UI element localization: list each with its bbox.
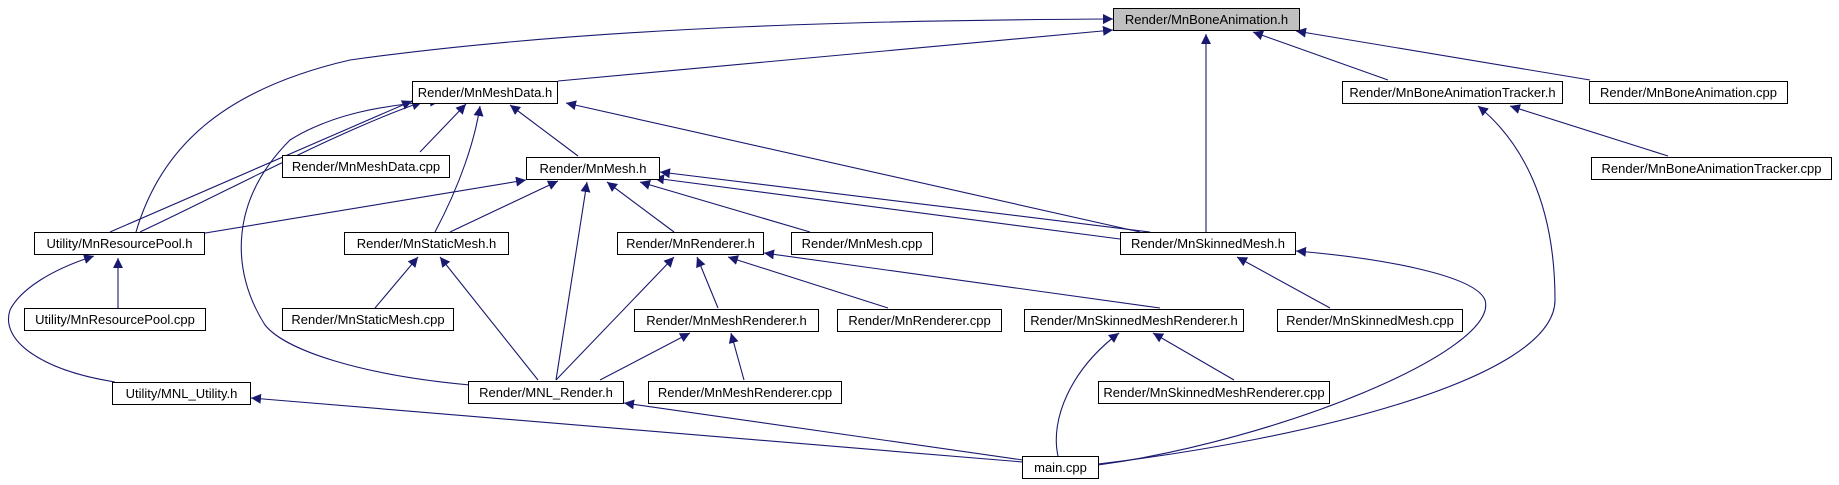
node-mesh-renderer-h[interactable]: Render/MnMeshRenderer.h <box>634 309 819 332</box>
edge-static-mesh-to-mesh-data <box>434 105 484 233</box>
edge-skinned-mesh-renderer-cpp-to-skinned-mesh-renderer <box>1152 332 1235 381</box>
node-bone-animation-cpp[interactable]: Render/MnBoneAnimation.cpp <box>1589 81 1788 104</box>
edge-tracker-cpp-to-tracker <box>1509 104 1669 157</box>
node-renderer-cpp[interactable]: Render/MnRenderer.cpp <box>837 309 1002 332</box>
node-skinned-mesh-renderer-h[interactable]: Render/MnSkinnedMeshRenderer.h <box>1024 309 1244 332</box>
node-main-cpp[interactable]: main.cpp <box>1022 456 1099 479</box>
edge-renderer-cpp-to-renderer <box>727 255 889 309</box>
edge-main-to-skinned-mesh <box>1097 246 1487 466</box>
edge-renderer-to-mesh <box>606 181 675 233</box>
edge-skinned-mesh-cpp-to-skinned-mesh <box>1236 256 1331 309</box>
node-bone-animation-h: Render/MnBoneAnimation.h <box>1113 8 1300 31</box>
node-static-mesh-cpp[interactable]: Render/MnStaticMesh.cpp <box>282 308 454 331</box>
node-skinned-mesh-cpp[interactable]: Render/MnSkinnedMesh.cpp <box>1277 309 1463 332</box>
edge-main-to-mnl-utility <box>250 393 1024 463</box>
node-mesh-h[interactable]: Render/MnMesh.h <box>526 157 660 180</box>
node-resource-pool-h[interactable]: Utility/MnResourcePool.h <box>34 232 205 255</box>
edge-mesh-cpp-to-mesh <box>639 180 811 233</box>
edge-skinned-mesh-to-mesh <box>653 174 1121 240</box>
edge-skinned-mesh-to-mesh-2 <box>659 168 1151 233</box>
edge-skinned-mesh-to-mesh-data <box>565 100 1141 233</box>
edge-main-to-skinned-mesh-renderer <box>1055 332 1120 457</box>
node-mnl-utility-h[interactable]: Utility/MNL_Utility.h <box>112 382 251 405</box>
edge-mesh-renderer-to-renderer <box>696 256 719 309</box>
edge-mnl-render-to-static-mesh <box>439 256 539 381</box>
edge-resource-pool-to-mesh <box>174 176 527 239</box>
node-mesh-renderer-cpp[interactable]: Render/MnMeshRenderer.cpp <box>648 381 842 404</box>
node-mesh-data-cpp[interactable]: Render/MnMeshData.cpp <box>282 155 450 178</box>
node-skinned-mesh-h[interactable]: Render/MnSkinnedMesh.h <box>1120 232 1296 255</box>
node-resource-pool-cpp[interactable]: Utility/MnResourcePool.cpp <box>24 308 206 331</box>
node-bone-animation-tracker-h[interactable]: Render/MnBoneAnimationTracker.h <box>1342 81 1563 104</box>
edge-mesh-data-cpp-to-mesh-data <box>419 103 467 153</box>
node-mnl-render-h[interactable]: Render/MNL_Render.h <box>468 381 624 404</box>
edge-mnl-render-to-renderer <box>555 256 675 381</box>
edge-mnl-utility-to-resource-pool <box>8 254 116 383</box>
edge-mesh-data-to-bone-animation <box>557 25 1114 82</box>
node-mesh-data-h[interactable]: Render/MnMeshData.h <box>412 81 558 104</box>
edge-mesh-to-mesh-data <box>509 104 579 157</box>
edge-static-mesh-to-mesh <box>449 180 559 233</box>
node-skinned-mesh-renderer-cpp[interactable]: Render/MnSkinnedMeshRenderer.cpp <box>1098 381 1330 404</box>
edge-resource-pool-to-bone-animation <box>135 14 1114 233</box>
node-renderer-h[interactable]: Render/MnRenderer.h <box>617 232 764 255</box>
edge-main-to-mnl-render <box>623 399 1024 461</box>
edge-bone-animation-cpp-to-bone-animation <box>1295 27 1591 81</box>
edge-skinned-mesh-renderer-to-renderer <box>763 249 1161 309</box>
edge-mnl-render-to-mesh-renderer <box>599 332 691 381</box>
node-static-mesh-h[interactable]: Render/MnStaticMesh.h <box>344 232 509 255</box>
node-mesh-cpp[interactable]: Render/MnMesh.cpp <box>791 232 933 255</box>
edge-resource-pool-to-mesh-data <box>109 100 413 233</box>
node-bone-animation-tracker-cpp[interactable]: Render/MnBoneAnimationTracker.cpp <box>1591 157 1832 180</box>
edge-mesh-renderer-cpp-to-mesh-renderer <box>728 332 745 381</box>
edge-main-to-tracker <box>1097 105 1556 465</box>
edge-tracker-to-bone-animation <box>1252 30 1389 81</box>
edge-mnl-render-to-mesh <box>555 181 591 381</box>
edge-static-mesh-cpp-to-static-mesh <box>374 256 419 309</box>
edge-mnl-render-to-mesh-data <box>240 96 471 386</box>
